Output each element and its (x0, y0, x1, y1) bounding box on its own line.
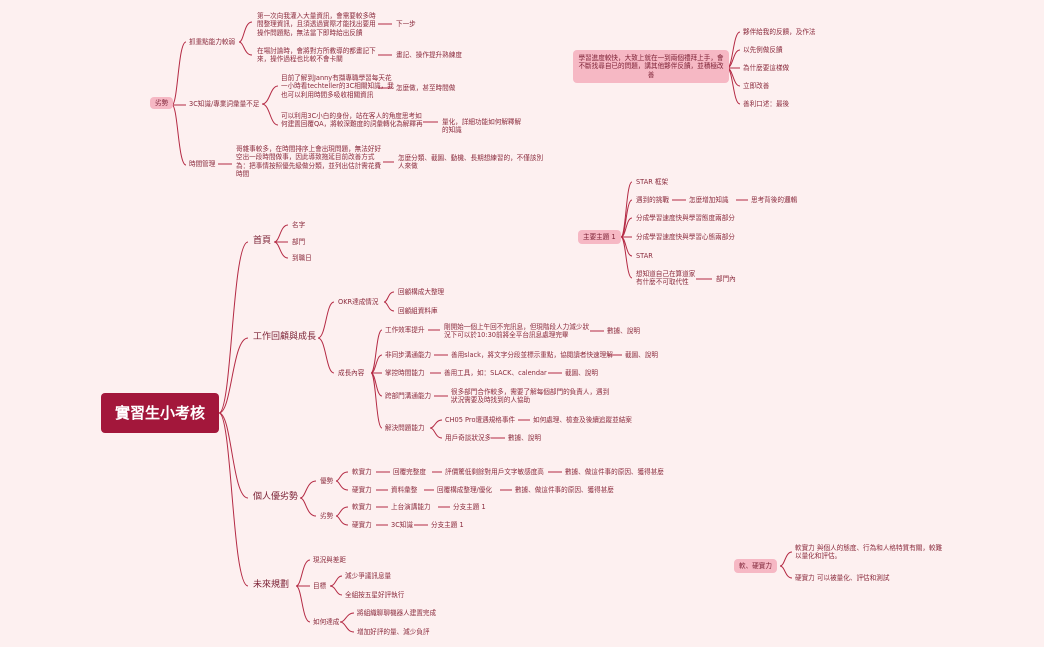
growth-item-label[interactable]: 掌控時間能力 (385, 369, 425, 377)
summary-item[interactable]: 立即改善 (743, 82, 770, 90)
strength-value[interactable]: 回覆完整度 (393, 468, 426, 476)
problem-note[interactable]: 數據、說明 (508, 434, 541, 442)
weakness-kind[interactable]: 硬實力 (352, 521, 372, 529)
okr-label[interactable]: OKR達成情況 (338, 298, 379, 306)
strength-detail[interactable]: 回覆構成整理/優化 (437, 486, 492, 494)
topic-item[interactable]: STAR 框架 (636, 178, 669, 186)
strength-detail[interactable]: 評價驚低剩餘對用戶文字敏感度高 (445, 468, 544, 476)
strength-label[interactable]: 優勢 (320, 477, 334, 485)
how-item[interactable]: 增加好評的量、減少負評 (357, 628, 430, 636)
home-item[interactable]: 到職日 (292, 254, 312, 262)
problem-note[interactable]: 如何處理、檢查及後續追蹤並結案 (533, 416, 632, 424)
home-item[interactable]: 部門 (292, 238, 306, 246)
topic-node[interactable]: 主要主題 1 (578, 230, 621, 245)
group-label[interactable]: 3C知識/專業詞彙量不足 (189, 100, 260, 108)
group-item[interactable]: 可以利用3C小白的身份，站在客人的角度思考如何建置回覆QA，將較深難度的詞彙轉化… (281, 112, 423, 129)
weakness-value[interactable]: 3C知識 (391, 521, 413, 529)
topic-item[interactable]: 分成學習速度快與學習態度兩部分 (636, 214, 735, 222)
topic-item[interactable]: STAR (636, 252, 653, 260)
growth-item-text[interactable]: 善用slack，將文字分段並標示重點，協閱讀者快速理解 (451, 351, 613, 359)
growth-item-note[interactable]: 截圖、說明 (565, 369, 598, 377)
topic-item[interactable]: 遇到的挑戰 (636, 196, 669, 204)
strength-kind[interactable]: 硬實力 (352, 486, 372, 494)
summary-item[interactable]: 善利口述：最後 (743, 100, 790, 108)
okr-item[interactable]: 回顧組資料庫 (398, 307, 438, 315)
strength-value[interactable]: 資料彙整 (391, 486, 418, 494)
how-item[interactable]: 將組織聊聊機器人建置完成 (357, 609, 437, 617)
growth-item-label[interactable]: 工作效率提升 (385, 326, 425, 334)
weakness-label[interactable]: 劣勢 (320, 512, 334, 520)
group-item[interactable]: 哥雜事較多，在時間排序上會出現問題，無法好好空出一段時間做事，因此導致拖延目前改… (236, 145, 382, 179)
group-item[interactable]: 在場討論時，會將對方所教導的都畫記下來，操作過程也比較不會卡關 (257, 47, 376, 64)
growth-item-text[interactable]: 善用工具，如：SLACK、calendar (444, 369, 547, 377)
home-item[interactable]: 名字 (292, 221, 306, 229)
section-home[interactable]: 首頁 (253, 236, 272, 246)
weakness-kind[interactable]: 軟實力 (352, 503, 372, 511)
section-future[interactable]: 未來規劃 (253, 580, 290, 590)
topic-item[interactable]: 分成學習速度快與學習心態兩部分 (636, 233, 735, 241)
root-node[interactable]: 實習生小考核 (101, 393, 219, 433)
strength-kind[interactable]: 軟實力 (352, 468, 372, 476)
group-label[interactable]: 時間管理 (189, 160, 216, 168)
growth-item-note[interactable]: 截圖、說明 (625, 351, 658, 359)
group-item-note[interactable]: 畫記、操作提升熟練度 (396, 51, 462, 59)
future-status[interactable]: 現況與差距 (313, 556, 346, 564)
topic-note[interactable]: 怎麼增加知識 (689, 196, 729, 204)
topic-note[interactable]: 思考背後的邏輯 (751, 196, 798, 204)
legend-node[interactable]: 軟、硬實力 (734, 559, 777, 574)
group-item-note[interactable]: 怎麼分類、截圖、動機、長期想練習的，不僅該別人來做 (398, 154, 544, 171)
section-strengths[interactable]: 個人優劣勢 (253, 492, 299, 502)
strength-note[interactable]: 數據、做這件事的原因、獲得甚麼 (565, 468, 664, 476)
growth-item-label[interactable]: 跨部門溝通能力 (385, 392, 432, 400)
top-weakness-node[interactable]: 劣勢 (150, 97, 174, 110)
how-label[interactable]: 如何達成 (313, 618, 340, 626)
strength-note[interactable]: 數據、做這件事的原因、獲得甚麼 (515, 486, 614, 494)
legend-item[interactable]: 硬實力 可以被量化、評估和測試 (795, 574, 890, 582)
group-item-note[interactable]: 量化，詳細功能如何解釋解的知識 (442, 118, 522, 135)
okr-item[interactable]: 回顧構成大整理 (398, 288, 445, 296)
summary-item[interactable]: 夥伴給我的反饋，及作法 (743, 28, 816, 36)
legend-item[interactable]: 軟實力 與個人的態度、行為和人格特質有關，較難以量化和評估。 (795, 544, 943, 561)
section-work-review[interactable]: 工作回顧與成長 (253, 332, 317, 342)
summary-item[interactable]: 為什麼要這樣做 (743, 64, 790, 72)
weakness-note[interactable]: 分支主題 1 (453, 503, 486, 511)
goal-item[interactable]: 減少爭議訊息量 (345, 572, 392, 580)
group-item-note[interactable]: 下一步 (396, 20, 416, 28)
summary-item[interactable]: 以先例做反饋 (743, 46, 783, 54)
group-item-note[interactable]: 怎麼做，甚至時間做 (396, 84, 456, 92)
problem-item[interactable]: 用戶奇談狀況多 (445, 434, 492, 442)
goal-item[interactable]: 全組按五星好評執行 (345, 591, 405, 599)
problem-item[interactable]: CH05 Pro遭遇規格事件 (445, 416, 516, 424)
growth-item-note[interactable]: 數據、說明 (607, 327, 640, 335)
goal-label[interactable]: 目標 (313, 582, 327, 590)
group-item[interactable]: 目前了解到Janny有擷專職學習每天花一小時看techteller的3C相關知識… (281, 74, 394, 99)
topic-item[interactable]: 想知道自己在算道家有什麼不可取代性 (636, 270, 696, 287)
weakness-note[interactable]: 分支主題 1 (431, 521, 464, 529)
growth-item-label[interactable]: 非同步溝通能力 (385, 351, 432, 359)
growth-item-text[interactable]: 剛開始一個上午回不完訊息，但現階段人力減少狀況下可以於10:30前將全平台訊息處… (444, 323, 590, 340)
growth-item-text[interactable]: 很多部門合作較多，需要了解每個部門的負責人，遇到狀況需要及時找到的人協助 (451, 388, 610, 405)
growth-item-label[interactable]: 解決問題能力 (385, 424, 425, 432)
group-item[interactable]: 第一次向我灌入大量資訊，會需要較多時間整理資訊，且須透過實際才能找出要用操作問題… (257, 12, 376, 37)
summary-box[interactable]: 學習進度較快，大致上就在一到兩個禮拜上手，會不斷找尋自已的問題，講其他夥伴反饋，… (573, 50, 729, 84)
weakness-value[interactable]: 上台演講能力 (391, 503, 431, 511)
topic-note[interactable]: 部門內 (716, 275, 736, 283)
growth-label[interactable]: 成長內容 (338, 369, 365, 377)
group-label[interactable]: 抓重點能力較弱 (189, 38, 236, 46)
